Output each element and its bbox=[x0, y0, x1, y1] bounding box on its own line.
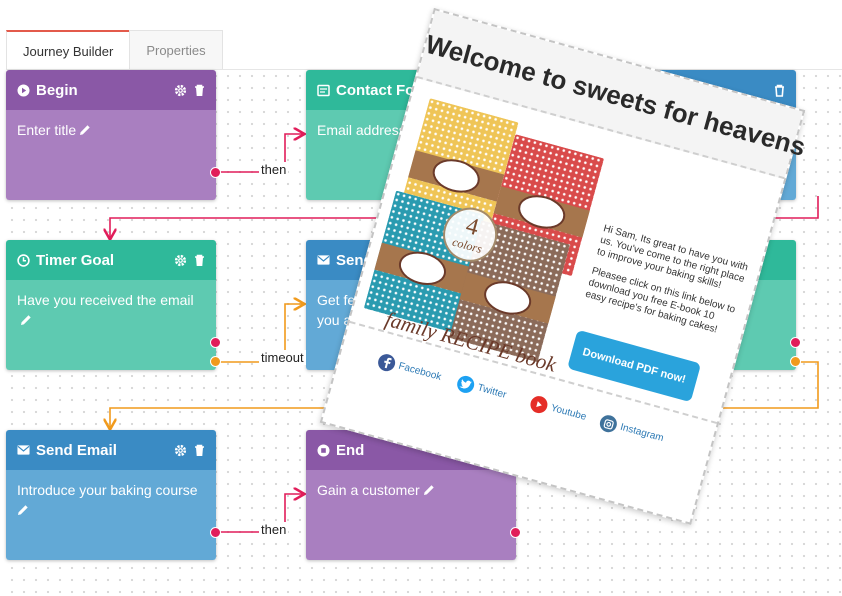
node-title: Timer Goal bbox=[36, 251, 115, 269]
tab-journey-builder[interactable]: Journey Builder bbox=[6, 30, 131, 69]
gear-icon[interactable] bbox=[174, 84, 187, 97]
pencil-icon[interactable] bbox=[17, 504, 29, 516]
node-body-text[interactable]: Introduce your baking course bbox=[17, 482, 198, 498]
connector-begin-contact bbox=[216, 134, 303, 173]
clock-icon bbox=[17, 253, 30, 267]
pencil-icon[interactable] bbox=[423, 484, 435, 496]
pencil-icon[interactable] bbox=[20, 314, 32, 326]
output-port[interactable] bbox=[210, 167, 221, 178]
email-preview-card: Welcome to sweets for heavens 4 colors f… bbox=[319, 8, 809, 527]
output-port-right[interactable] bbox=[790, 337, 801, 348]
delete-icon[interactable] bbox=[774, 84, 785, 97]
connector-send2-end bbox=[216, 494, 303, 533]
connector-timer-send bbox=[216, 304, 303, 363]
connector-label-timeout: timeout bbox=[259, 350, 306, 365]
delete-icon[interactable] bbox=[194, 84, 205, 97]
delete-icon[interactable] bbox=[194, 444, 205, 457]
connector-label-then: then bbox=[259, 522, 289, 537]
social-links: Facebook Twitter Youtube Instagram bbox=[321, 320, 718, 527]
social-link-youtube[interactable]: Youtube bbox=[528, 394, 588, 426]
stop-circle-icon bbox=[317, 444, 330, 457]
node-title: End bbox=[336, 441, 365, 459]
form-icon bbox=[317, 84, 330, 97]
tab-properties[interactable]: Properties bbox=[129, 30, 223, 69]
instagram-icon bbox=[597, 413, 619, 435]
node-send-email-course[interactable]: Send Email Introduce your baking course bbox=[6, 430, 216, 560]
output-port-success[interactable] bbox=[210, 337, 221, 348]
twitter-icon bbox=[455, 373, 477, 395]
youtube-icon bbox=[528, 394, 550, 416]
email-body: Hi Sam, Its great to have you with us. Y… bbox=[582, 223, 750, 348]
facebook-icon bbox=[376, 352, 398, 374]
output-port-timeout[interactable] bbox=[210, 356, 221, 367]
node-title: Begin bbox=[36, 81, 78, 99]
social-link-instagram[interactable]: Instagram bbox=[597, 413, 666, 447]
node-body-text[interactable]: Have you received the email bbox=[17, 292, 194, 308]
pencil-icon[interactable] bbox=[79, 124, 91, 136]
node-body-text[interactable]: Gain a customer bbox=[317, 482, 420, 498]
node-begin[interactable]: Begin Enter title bbox=[6, 70, 216, 200]
delete-icon[interactable] bbox=[194, 254, 205, 267]
node-title: Send Email bbox=[36, 441, 117, 459]
node-body-text[interactable]: Enter title bbox=[17, 122, 77, 138]
output-port[interactable] bbox=[510, 527, 521, 538]
social-link-facebook[interactable]: Facebook bbox=[376, 352, 443, 386]
node-body-text[interactable]: Email address's bbox=[317, 122, 416, 138]
tab-bar: Journey Builder Properties bbox=[6, 30, 223, 70]
gear-icon[interactable] bbox=[174, 254, 187, 267]
output-port-right-timeout[interactable] bbox=[790, 356, 801, 367]
connector-label-then: then bbox=[259, 162, 289, 177]
output-port[interactable] bbox=[210, 527, 221, 538]
connector-send-send2 bbox=[110, 361, 819, 428]
gear-icon[interactable] bbox=[174, 444, 187, 457]
node-timer-goal[interactable]: Timer Goal Have you received the email bbox=[6, 240, 216, 370]
envelope-icon bbox=[317, 254, 330, 267]
envelope-icon bbox=[17, 444, 30, 457]
social-link-twitter[interactable]: Twitter bbox=[455, 373, 508, 404]
play-circle-icon bbox=[17, 84, 30, 97]
